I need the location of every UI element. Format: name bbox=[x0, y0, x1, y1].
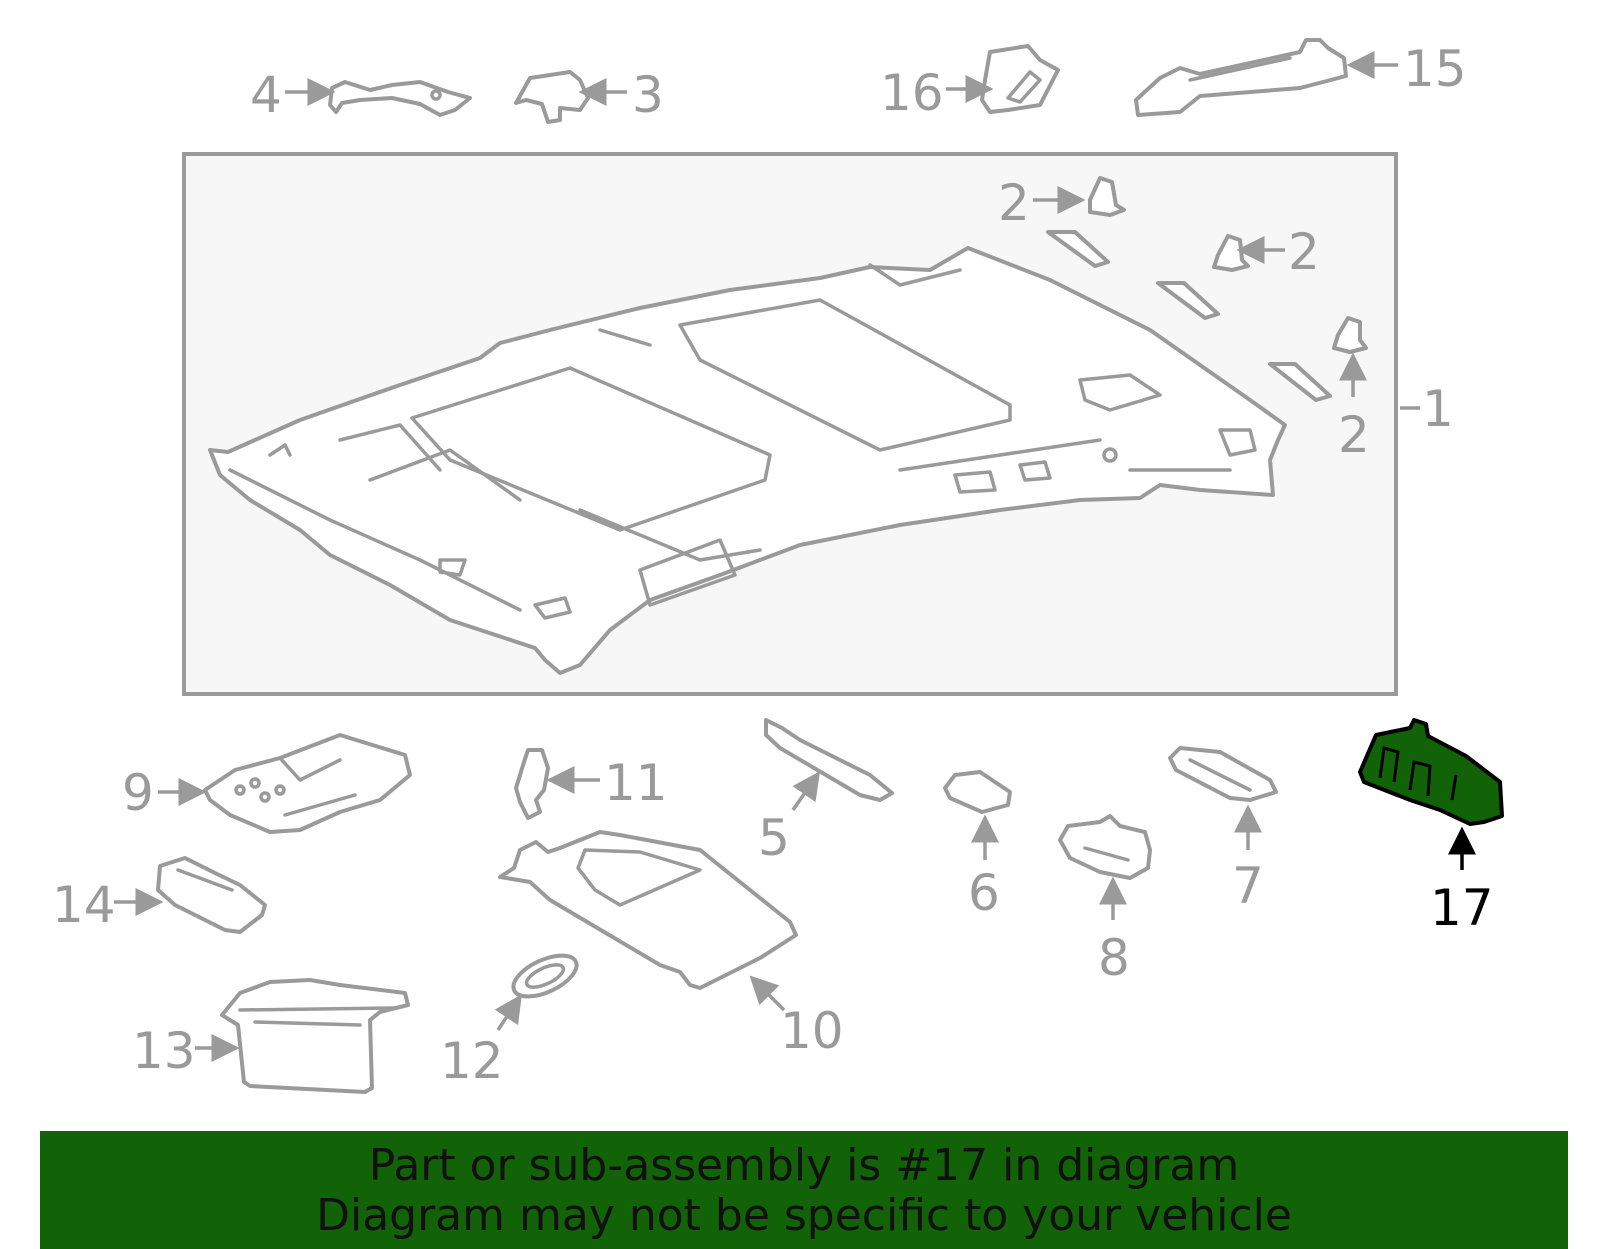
callout-1: 1 bbox=[1422, 380, 1454, 438]
callout-7: 7 bbox=[1232, 857, 1264, 915]
callout-12: 12 bbox=[440, 1032, 504, 1090]
bracket-part-4 bbox=[328, 80, 472, 117]
headliner-part-1 bbox=[208, 246, 1287, 675]
bracket-part-5 bbox=[764, 718, 894, 802]
callout-8: 8 bbox=[1098, 929, 1130, 987]
highlighted-part-17 bbox=[1358, 718, 1504, 826]
callout-11: 11 bbox=[604, 754, 668, 812]
console-part-9 bbox=[203, 733, 412, 834]
rail-part-15 bbox=[1134, 38, 1348, 117]
callout-5: 5 bbox=[758, 809, 790, 867]
callout-15: 15 bbox=[1403, 40, 1467, 98]
washer-part-12 bbox=[511, 953, 579, 999]
clip-part-2c bbox=[1268, 316, 1368, 402]
callout-6: 6 bbox=[968, 864, 1000, 922]
callout-labels: 1 2 2 2 3 4 16 15 9 11 5 6 7 8 17 14 10 … bbox=[52, 40, 1494, 1090]
callout-13: 13 bbox=[132, 1022, 196, 1080]
info-banner: Part or sub-assembly is #17 in diagram D… bbox=[40, 1131, 1568, 1249]
lamp-part-6 bbox=[943, 770, 1012, 814]
callout-4: 4 bbox=[250, 66, 282, 124]
callout-14: 14 bbox=[52, 876, 116, 934]
visor-part-10 bbox=[498, 830, 798, 990]
bracket-part-3 bbox=[514, 70, 590, 124]
callout-16: 16 bbox=[880, 64, 944, 122]
cover-part-16 bbox=[980, 44, 1060, 114]
callout-10: 10 bbox=[780, 1002, 844, 1060]
lamp-part-7 bbox=[1168, 746, 1278, 802]
callout-9: 9 bbox=[122, 764, 154, 822]
callout-2c: 2 bbox=[1338, 406, 1370, 464]
mirror-part-13 bbox=[220, 978, 410, 1094]
lamp-part-8 bbox=[1058, 814, 1152, 880]
leader-lines bbox=[114, 51, 1476, 1062]
callout-17: 17 bbox=[1430, 879, 1494, 937]
clip-part-11 bbox=[514, 748, 550, 820]
banner-line-2: Diagram may not be specific to your vehi… bbox=[316, 1190, 1292, 1241]
callout-2a: 2 bbox=[998, 174, 1030, 232]
callout-2b: 2 bbox=[1288, 223, 1320, 281]
clip-part-2a bbox=[1046, 176, 1126, 268]
lamp-part-14 bbox=[156, 856, 267, 934]
callout-3: 3 bbox=[632, 66, 664, 124]
banner-line-1: Part or sub-assembly is #17 in diagram bbox=[368, 1140, 1240, 1191]
